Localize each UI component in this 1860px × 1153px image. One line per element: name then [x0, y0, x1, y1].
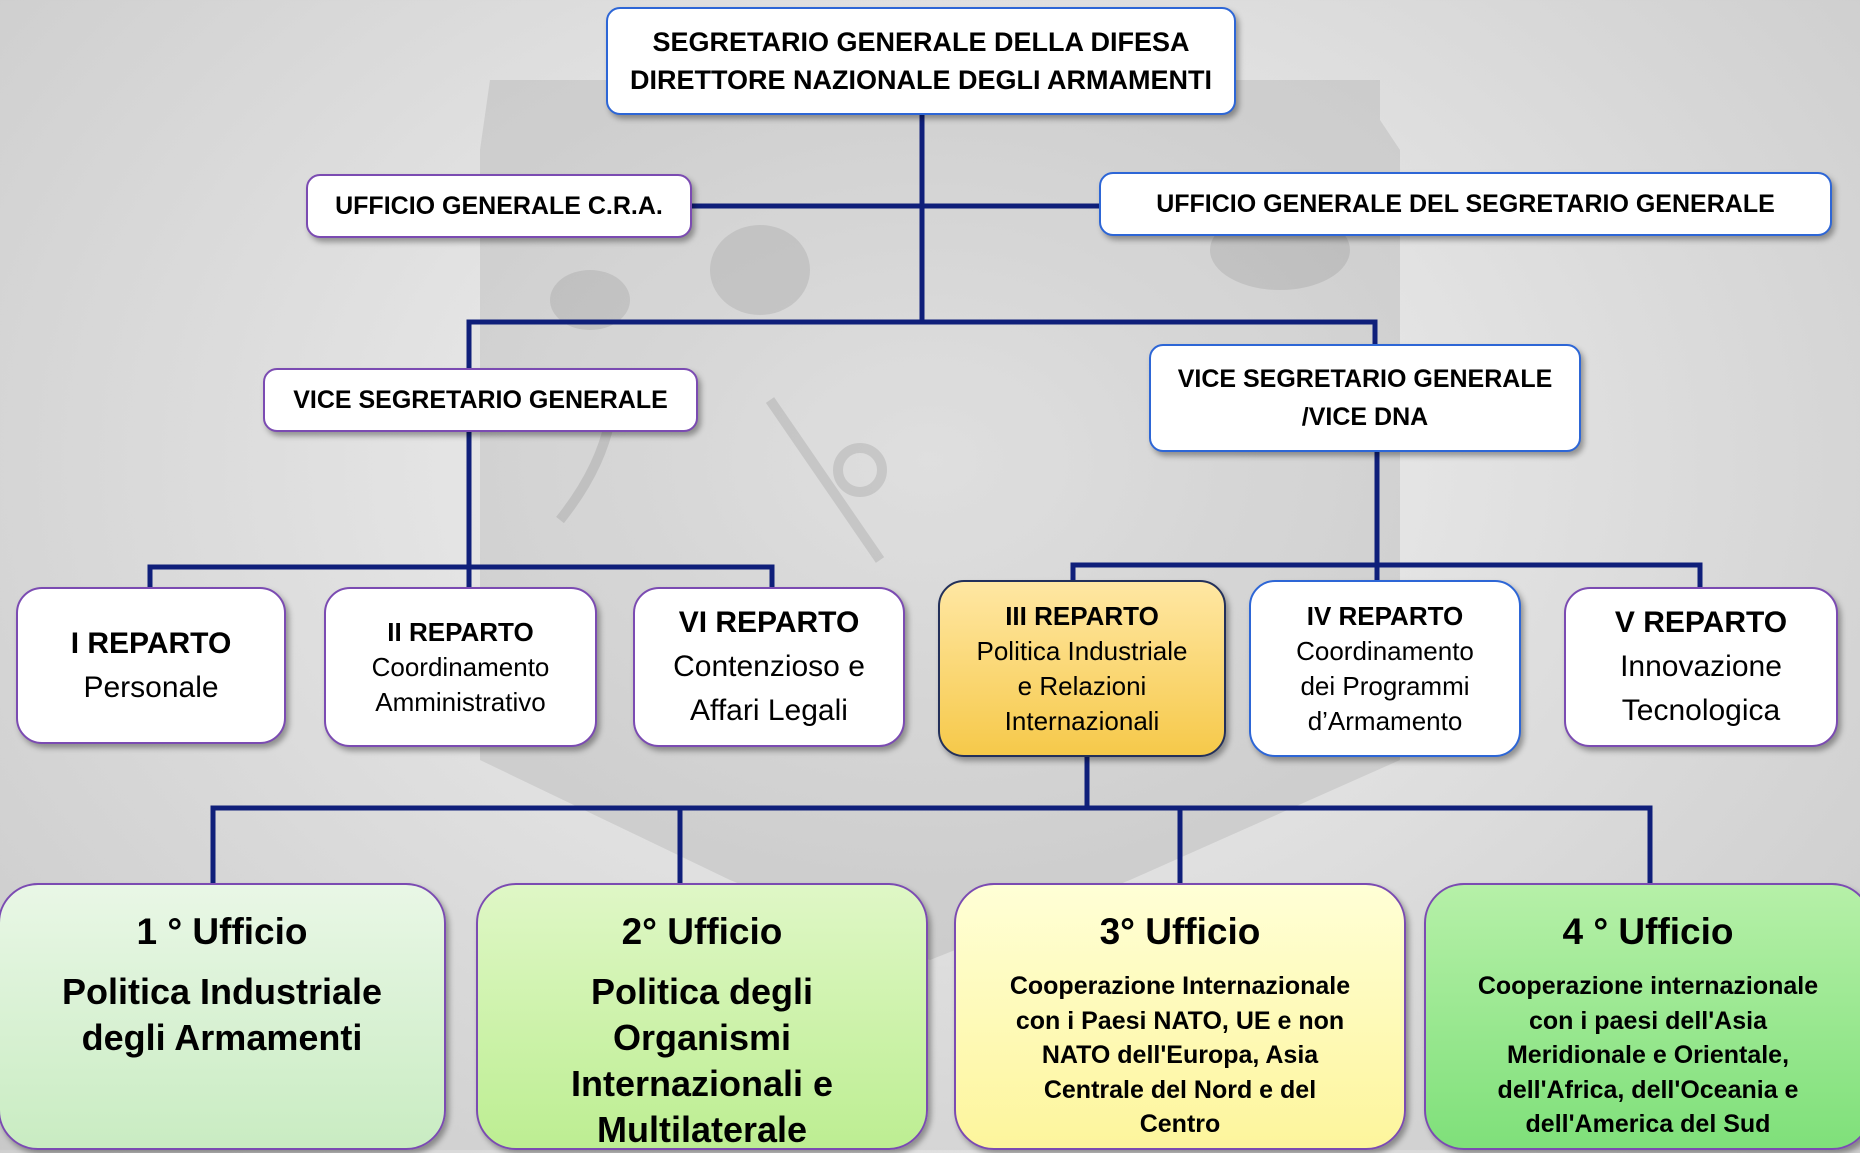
reparto-iv-box: IV REPARTO Coordinamento dei Programmi d…: [1249, 580, 1521, 757]
ufficio-2-box: 2° Ufficio Politica degli Organismi Inte…: [476, 883, 928, 1150]
ufficio-desc-line: degli Armamenti: [81, 1017, 363, 1058]
reparto-desc: dei Programmi: [1300, 670, 1470, 701]
ufficio-desc-line: Politica degli: [590, 971, 814, 1012]
ufficio-title: 1 ° Ufficio: [136, 911, 308, 952]
reparto-desc: Contenzioso e: [673, 650, 865, 683]
ufficio-title: 2° Ufficio: [621, 911, 783, 952]
ufficio-desc-line: Meridionale e Orientale,: [1506, 1041, 1790, 1069]
ufficio-desc-line: Internazionali e: [570, 1063, 834, 1104]
reparto-title: IV REPARTO: [1306, 600, 1464, 631]
ufficio-desc: Politica Industriale degli Armamenti: [48, 969, 396, 1061]
reparto-i-box: I REPARTO Personale: [16, 587, 286, 744]
ufficio-desc: Cooperazione internazionale con i paesi …: [1464, 969, 1832, 1142]
ufficio-1-box: 1 ° Ufficio Politica Industriale degli A…: [0, 883, 446, 1150]
ufficio-desc-line: Centro: [1139, 1110, 1221, 1138]
ufficio-desc-line: dell'America del Sud: [1525, 1110, 1771, 1138]
ufficio-desc-line: dell'Africa, dell'Oceania e: [1497, 1075, 1799, 1104]
reparto-desc: Internazionali: [1004, 705, 1160, 736]
ufficio-3-box: 3° Ufficio Cooperazione Internazionale c…: [954, 883, 1406, 1150]
reparto-desc: Coordinamento: [1296, 635, 1474, 666]
top-title-line2: DIRETTORE NAZIONALE DEGLI ARMAMENTI: [630, 65, 1212, 95]
ufficio-desc-line: Organismi: [612, 1017, 792, 1058]
reparto-desc: Politica Industriale: [976, 635, 1188, 666]
reparto-desc: Personale: [83, 670, 219, 704]
ufficio-title: 4 ° Ufficio: [1562, 911, 1734, 952]
reparto-desc: d’Armamento: [1307, 705, 1463, 736]
ufficio-segretario-label: UFFICIO GENERALE DEL SEGRETARIO GENERALE: [1156, 190, 1775, 218]
reparto-title: V REPARTO: [1614, 606, 1788, 639]
ufficio-desc-line: con i Paesi NATO, UE e non: [1015, 1006, 1345, 1035]
reparto-desc: e Relazioni: [1017, 670, 1147, 701]
ufficio-desc-line: Cooperazione internazionale: [1477, 972, 1819, 1000]
ufficio-desc-line: con i paesi dell'Asia: [1529, 1006, 1767, 1035]
segretario-generale-box: SEGRETARIO GENERALE DELLA DIFESA DIRETTO…: [606, 7, 1236, 115]
ufficio-desc-line: Politica Industriale: [61, 971, 383, 1012]
reparto-title: III REPARTO: [1005, 600, 1159, 631]
reparto-desc: Amministrativo: [375, 686, 546, 717]
ufficio-4-box: 4 ° Ufficio Cooperazione internazionale …: [1424, 883, 1860, 1150]
ufficio-desc-line: Centrale del Nord e del: [1043, 1075, 1317, 1104]
ufficio-cra-box: UFFICIO GENERALE C.R.A.: [306, 174, 692, 238]
reparto-desc: Affari Legali: [690, 694, 848, 727]
ufficio-cra-label: UFFICIO GENERALE C.R.A.: [335, 192, 663, 220]
ufficio-desc: Cooperazione Internazionale con i Paesi …: [996, 969, 1364, 1142]
reparto-desc: Innovazione: [1620, 650, 1782, 683]
ufficio-desc: Politica degli Organismi Internazionali …: [557, 969, 847, 1153]
vice-dna-box: VICE SEGRETARIO GENERALE /VICE DNA: [1149, 344, 1581, 452]
ufficio-title: 3° Ufficio: [1099, 911, 1261, 952]
vice-segretario-label: VICE SEGRETARIO GENERALE: [293, 386, 668, 414]
ufficio-desc-line: NATO dell'Europa, Asia: [1041, 1041, 1319, 1069]
top-title-line1: SEGRETARIO GENERALE DELLA DIFESA: [652, 27, 1190, 57]
reparto-title: I REPARTO: [70, 626, 232, 660]
reparto-iii-box: III REPARTO Politica Industriale e Relaz…: [938, 580, 1226, 757]
reparto-v-box: V REPARTO Innovazione Tecnologica: [1564, 587, 1838, 747]
vice-dna-line2: /VICE DNA: [1301, 403, 1429, 431]
reparto-ii-box: II REPARTO Coordinamento Amministrativo: [324, 587, 597, 747]
reparto-desc: Coordinamento: [371, 651, 550, 682]
vice-dna-line1: VICE SEGRETARIO GENERALE: [1177, 365, 1553, 393]
ufficio-desc-line: Cooperazione Internazionale: [1009, 972, 1351, 1000]
reparto-vi-box: VI REPARTO Contenzioso e Affari Legali: [633, 587, 905, 747]
ufficio-desc-line: Multilaterale: [596, 1109, 808, 1150]
reparto-title: VI REPARTO: [678, 606, 860, 639]
vice-segretario-box: VICE SEGRETARIO GENERALE: [263, 368, 698, 432]
reparto-title: II REPARTO: [387, 616, 534, 647]
reparto-desc: Tecnologica: [1621, 694, 1781, 727]
ufficio-segretario-box: UFFICIO GENERALE DEL SEGRETARIO GENERALE: [1099, 172, 1832, 236]
